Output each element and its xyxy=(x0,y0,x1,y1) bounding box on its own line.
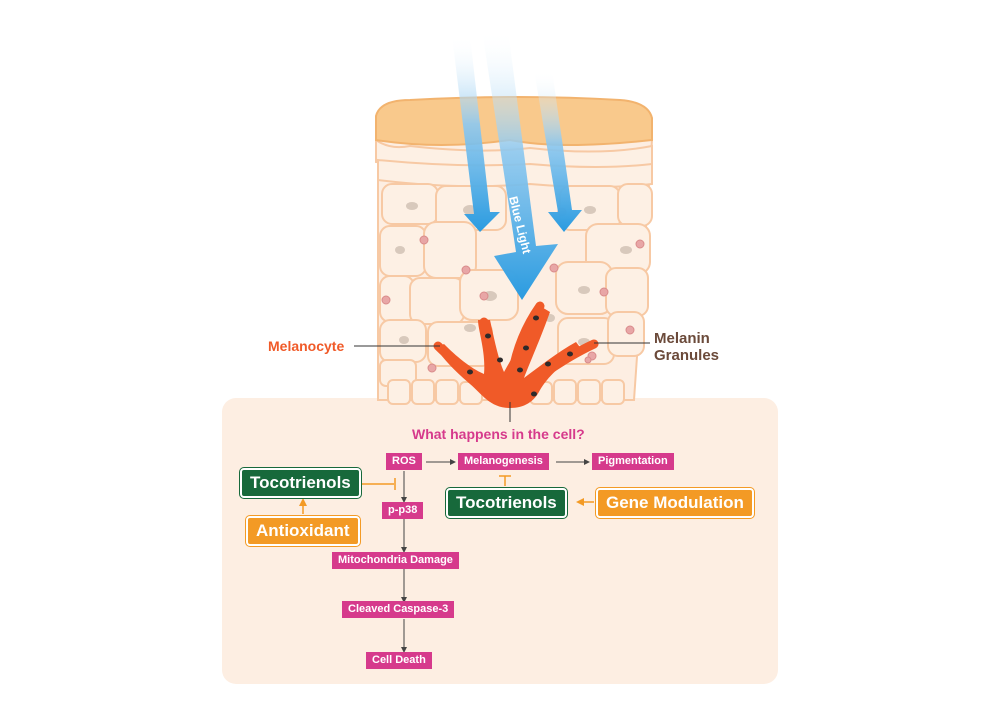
gene-modulation-box: Gene Modulation xyxy=(596,488,754,518)
melanin-granules-label-line1: Melanin xyxy=(654,330,710,347)
ros-node: ROS xyxy=(386,453,422,470)
tocotrienols-box-right: Tocotrienols xyxy=(446,488,567,518)
tocotrienols-box-left: Tocotrienols xyxy=(240,468,361,498)
skin-cross-section xyxy=(375,96,654,405)
mitochondria-damage-node: Mitochondria Damage xyxy=(332,552,459,569)
melanin-granules-label-line2: Granules xyxy=(654,347,720,364)
question-heading: What happens in the cell? xyxy=(412,426,585,442)
blue-light-beams xyxy=(452,30,582,300)
pigmentation-node: Pigmentation xyxy=(592,453,674,470)
melanocyte-label: Melanocyte xyxy=(268,338,345,354)
p-p38-node: p-p38 xyxy=(382,502,424,519)
melanocyte-cell xyxy=(433,301,599,408)
antioxidant-box: Antioxidant xyxy=(246,516,360,546)
cell-death-node: Cell Death xyxy=(366,652,432,669)
cleaved-caspase-node: Cleaved Caspase-3 xyxy=(342,601,455,618)
pathway-arrows xyxy=(403,461,586,648)
melanogenesis-node: Melanogenesis xyxy=(458,453,549,470)
